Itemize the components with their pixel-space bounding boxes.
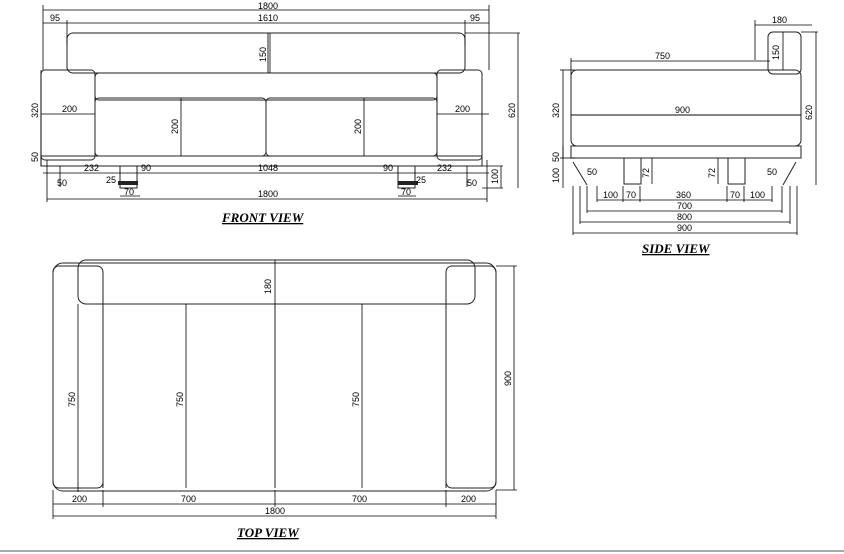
top-dim-seat-depth-right: 750 (351, 392, 361, 407)
side-dim-center: 360 (676, 190, 691, 200)
front-dim-leg-gap-left: 90 (141, 163, 151, 173)
side-dim-total-height: 620 (804, 105, 814, 120)
side-dim-foot-left: 50 (587, 167, 597, 177)
side-dim-leg-70-right: 70 (730, 190, 740, 200)
front-leg-right (397, 165, 416, 189)
side-dim-back-height: 150 (771, 45, 781, 60)
front-view: 1800 95 1610 95 150 320 200 200 200 200 … (30, 1, 520, 225)
top-dim-seat-right: 700 (352, 494, 367, 504)
top-dim-seat-left: 700 (181, 494, 196, 504)
front-dim-seat-right: 200 (353, 119, 363, 134)
side-dim-seat-depth: 750 (655, 51, 670, 61)
side-dim-leg-height: 100 (551, 168, 561, 183)
side-dim-back-depth: 180 (772, 15, 787, 25)
top-dim-arm-left: 200 (72, 494, 87, 504)
front-leg-left-foot (118, 181, 138, 185)
top-dim-overall: 1800 (265, 506, 285, 516)
top-dim-back-depth: 180 (263, 279, 273, 294)
side-dim-leg-h-left: 72 (641, 168, 651, 178)
front-dim-back-height: 150 (258, 47, 268, 62)
side-leg-right (727, 157, 746, 185)
top-dim-total-depth: 900 (503, 371, 513, 386)
side-dim-leg-h-right: 72 (707, 168, 717, 178)
front-dim-leg-span: 1048 (258, 163, 278, 173)
front-dim-arm-left: 95 (50, 13, 60, 23)
side-dim-span-800: 800 (677, 212, 692, 222)
side-dim-arm-height: 320 (551, 103, 561, 118)
side-dim-base-height: 50 (551, 152, 561, 162)
front-seat-right-outline (265, 97, 438, 157)
front-dim-foot-right: 50 (467, 178, 477, 188)
side-base-outline (570, 145, 802, 159)
front-seat-left-outline (94, 97, 267, 157)
side-dim-gap-right: 100 (750, 190, 765, 200)
side-view: 180 150 750 320 900 620 50 100 72 72 50 … (551, 15, 818, 256)
front-dim-leg-offset-right: 232 (437, 163, 452, 173)
front-dim-left-arm-width: 200 (62, 104, 77, 114)
front-dim-arm-right: 95 (470, 13, 480, 23)
top-view-title: TOP VIEW (237, 525, 300, 540)
front-dim-arm-height: 320 (30, 103, 40, 118)
top-dim-arm-depth-left: 750 (67, 392, 77, 407)
front-dim-leg-width-left: 70 (124, 187, 134, 197)
front-dim-foot-left: 50 (57, 178, 67, 188)
front-dim-leg-offset-left: 232 (84, 163, 99, 173)
side-back-outline (767, 31, 802, 75)
front-dim-right-arm-width: 200 (455, 104, 470, 114)
front-dim-overall-top: 1800 (258, 1, 278, 11)
side-dim-leg-70-left: 70 (626, 190, 636, 200)
top-dim-seat-depth-left: 750 (175, 392, 185, 407)
side-view-title: SIDE VIEW (642, 241, 711, 256)
front-leg-right-foot (398, 181, 418, 185)
front-leg-left (119, 165, 138, 189)
front-dim-overall-bottom: 1800 (258, 189, 278, 199)
front-dim-leg-side-left: 25 (106, 175, 116, 185)
top-dim-arm-right: 200 (461, 494, 476, 504)
front-dim-leg-height: 100 (490, 169, 500, 184)
front-dim-seat-left: 200 (170, 119, 180, 134)
side-dim-span-900: 900 (677, 223, 692, 233)
front-seat-back-outline (94, 72, 438, 101)
top-view: 180 750 750 750 900 200 700 700 200 1800… (52, 259, 517, 540)
front-dim-back-span: 1610 (258, 13, 278, 23)
front-right-arm-outline (436, 69, 483, 161)
side-dim-total-depth-inner: 900 (675, 105, 690, 115)
front-left-arm-outline (40, 69, 96, 161)
front-dim-leg-width-right: 70 (401, 187, 411, 197)
front-dim-base-height: 50 (30, 152, 40, 162)
side-leg-brace (572, 161, 797, 186)
side-leg-left (623, 157, 642, 185)
front-view-title: FRONT VIEW (221, 210, 305, 225)
top-back-cushion-outline (77, 259, 476, 305)
side-dim-foot-right: 50 (767, 167, 777, 177)
front-dim-total-height: 620 (507, 103, 517, 118)
side-dim-span-700: 700 (677, 201, 692, 211)
top-right-arm-outline (445, 265, 497, 489)
side-dim-gap-left: 100 (603, 190, 618, 200)
front-dim-leg-gap-right: 90 (383, 163, 393, 173)
front-dim-leg-side-right: 25 (416, 175, 426, 185)
